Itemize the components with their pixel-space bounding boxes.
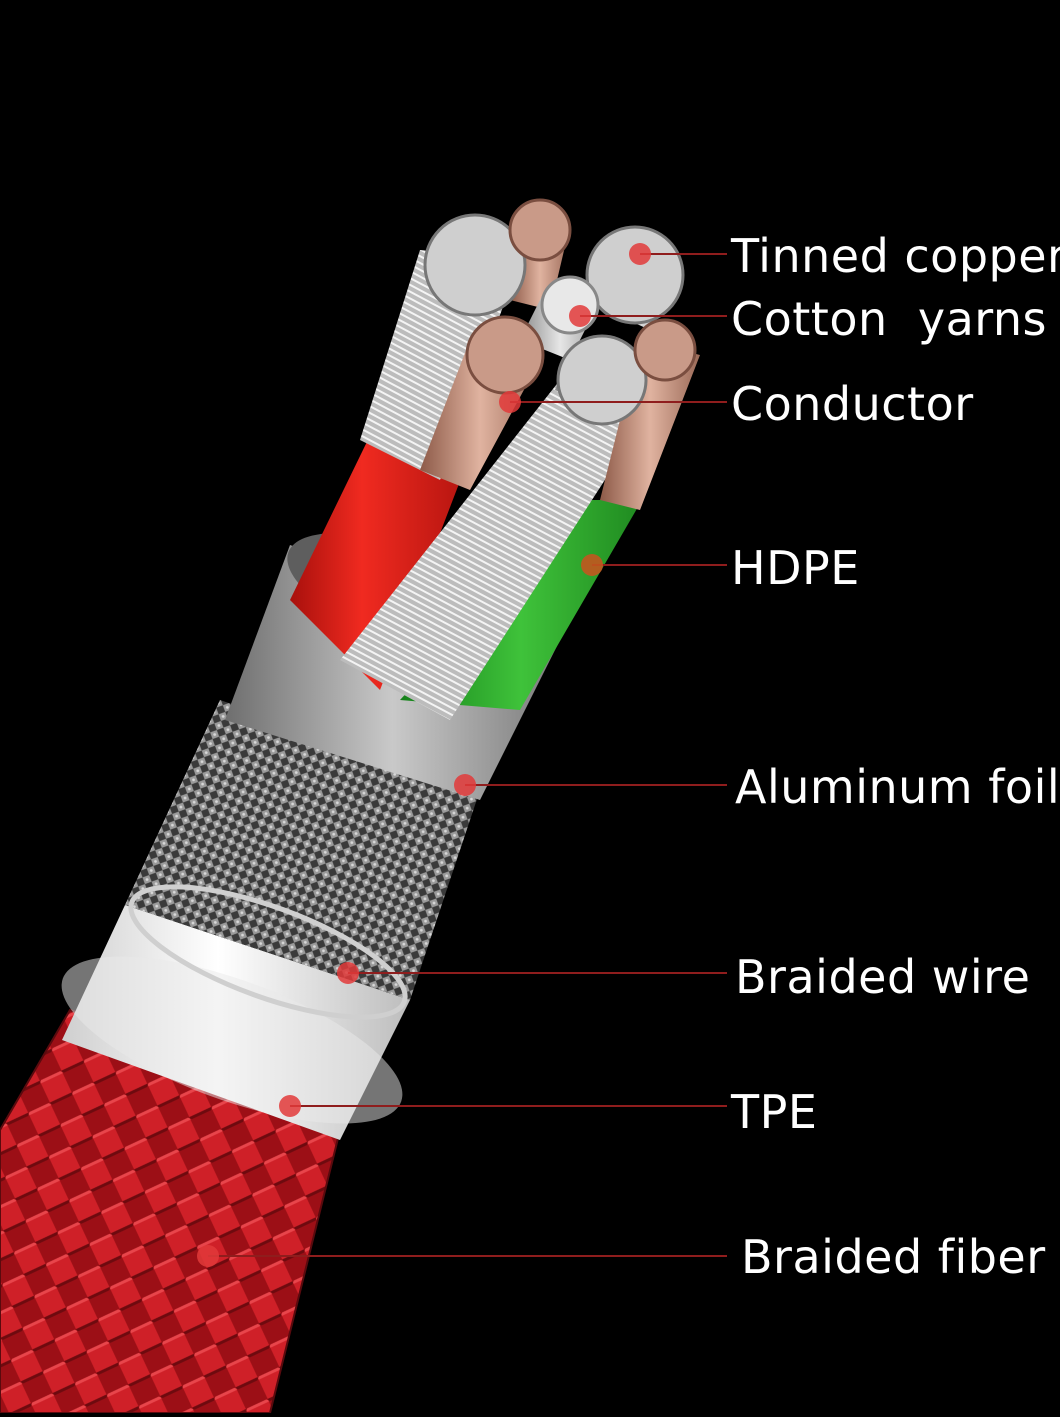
- label-aluminum-foil: Aluminum foil: [735, 760, 1060, 814]
- label-hdpe: HDPE: [731, 541, 860, 595]
- label-braided-fiber: Braided fiber: [741, 1230, 1046, 1284]
- callout-markers: [197, 243, 651, 1267]
- braided-wire-layer: [125, 700, 480, 1020]
- red-core: [290, 415, 470, 690]
- label-cotton-yarns: Cotton yarns: [731, 292, 1048, 346]
- label-conductor: Conductor: [731, 377, 974, 431]
- leader-lines: [208, 253, 727, 1257]
- label-tpe: TPE: [731, 1085, 818, 1139]
- label-braided-wire: Braided wire: [735, 950, 1031, 1004]
- label-tinned-copper: Tinned copper: [731, 229, 1060, 283]
- tpe-layer: [61, 905, 410, 1140]
